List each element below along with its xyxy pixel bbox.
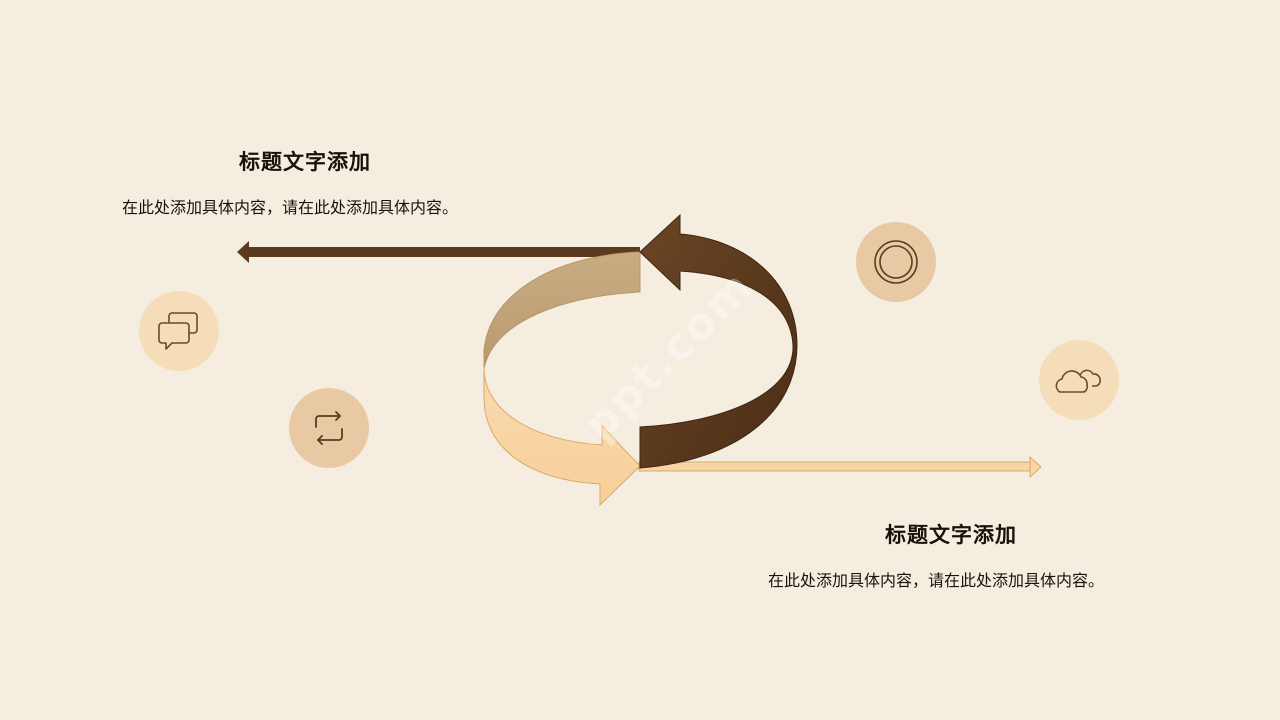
peach-band — [483, 367, 641, 507]
cloud-icon — [1055, 369, 1101, 393]
block-1-title: 标题文字添加 — [239, 149, 371, 174]
left-arrow — [237, 241, 640, 263]
chat-icon — [158, 312, 198, 350]
block-2-text: 在此处添加具体内容，请在此处添加具体内容。 — [768, 571, 1105, 590]
tan-band — [483, 251, 641, 369]
chat-icon-circle — [139, 291, 219, 371]
ring-icon-circle — [856, 222, 936, 302]
block-1-text: 在此处添加具体内容，请在此处添加具体内容。 — [122, 198, 459, 217]
block-2-title: 标题文字添加 — [885, 522, 1017, 547]
right-arrow — [638, 455, 1042, 479]
brown-band — [639, 213, 798, 469]
cloud-icon-circle — [1039, 340, 1119, 420]
ring-icon — [874, 240, 918, 284]
repeat-icon — [315, 411, 343, 445]
repeat-icon-circle — [289, 388, 369, 468]
